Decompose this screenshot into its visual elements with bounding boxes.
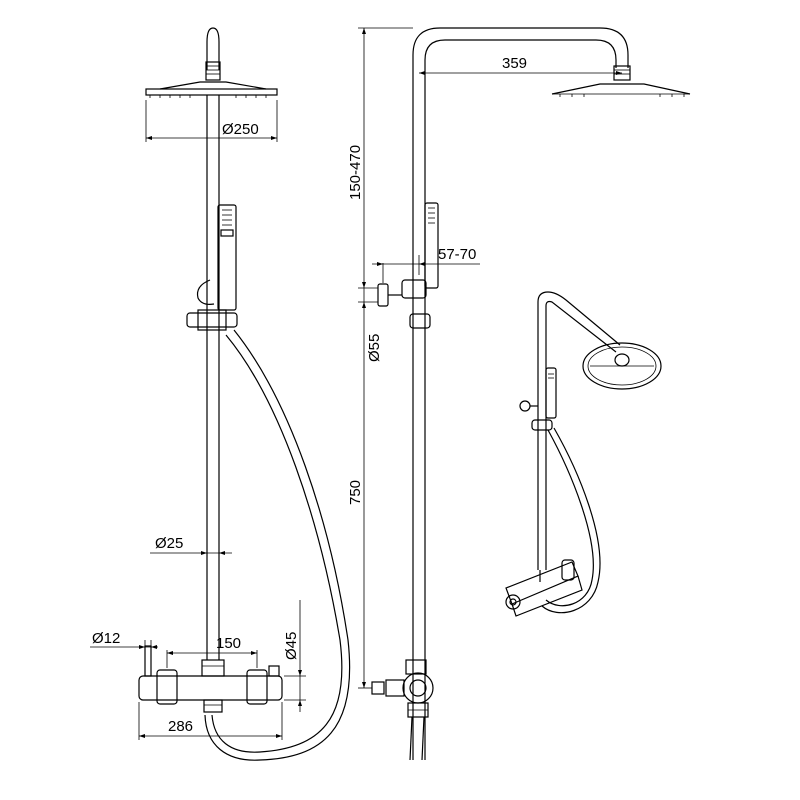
front-hose <box>204 329 351 761</box>
handle-diameter-dimension: Ø12 <box>90 630 158 650</box>
hose-diameter-dimension: Ø25 <box>150 535 232 555</box>
rail-length-label: 750 <box>347 480 364 505</box>
side-hand-shower <box>377 202 439 329</box>
perspective-arm <box>537 291 621 570</box>
height-adjust-label: 150-470 <box>347 145 364 200</box>
front-hand-shower <box>186 204 238 331</box>
spout-spacing-dimension: 150 <box>166 635 258 668</box>
front-riser-pipe <box>206 95 220 660</box>
front-view: Ø250 Ø25 <box>90 27 351 761</box>
body-width-dimension: 286 <box>138 702 283 740</box>
spout-spacing-label: 150 <box>216 635 241 652</box>
front-mixer-body <box>138 645 283 713</box>
side-mixer-body <box>371 659 434 761</box>
perspective-hose <box>541 427 601 614</box>
holder-diameter-label: Ø55 <box>366 334 383 362</box>
hose-diameter-label: Ø25 <box>155 535 183 552</box>
front-overhead-shower-head <box>145 27 278 98</box>
vertical-dimension-line <box>358 27 413 689</box>
holder-offset-label: 57-70 <box>438 246 476 263</box>
arm-reach-dimension: 359 <box>419 55 622 75</box>
head-diameter-label: Ø250 <box>222 121 259 138</box>
head-diameter-dimension: Ø250 <box>145 100 278 142</box>
handle-diameter-label: Ø12 <box>92 630 120 647</box>
perspective-hand-shower <box>519 367 557 431</box>
body-width-label: 286 <box>168 718 193 735</box>
body-height-dimension: Ø45 <box>283 600 306 712</box>
perspective-mixer-body <box>505 559 583 617</box>
perspective-shower-head <box>582 342 662 390</box>
arm-reach-label: 359 <box>502 55 527 72</box>
body-height-label: Ø45 <box>283 632 300 660</box>
perspective-view <box>505 291 662 617</box>
side-overhead-arm <box>412 27 691 760</box>
holder-offset-dimension: 57-70 <box>372 246 480 283</box>
side-view: 359 57-70 <box>347 27 691 761</box>
